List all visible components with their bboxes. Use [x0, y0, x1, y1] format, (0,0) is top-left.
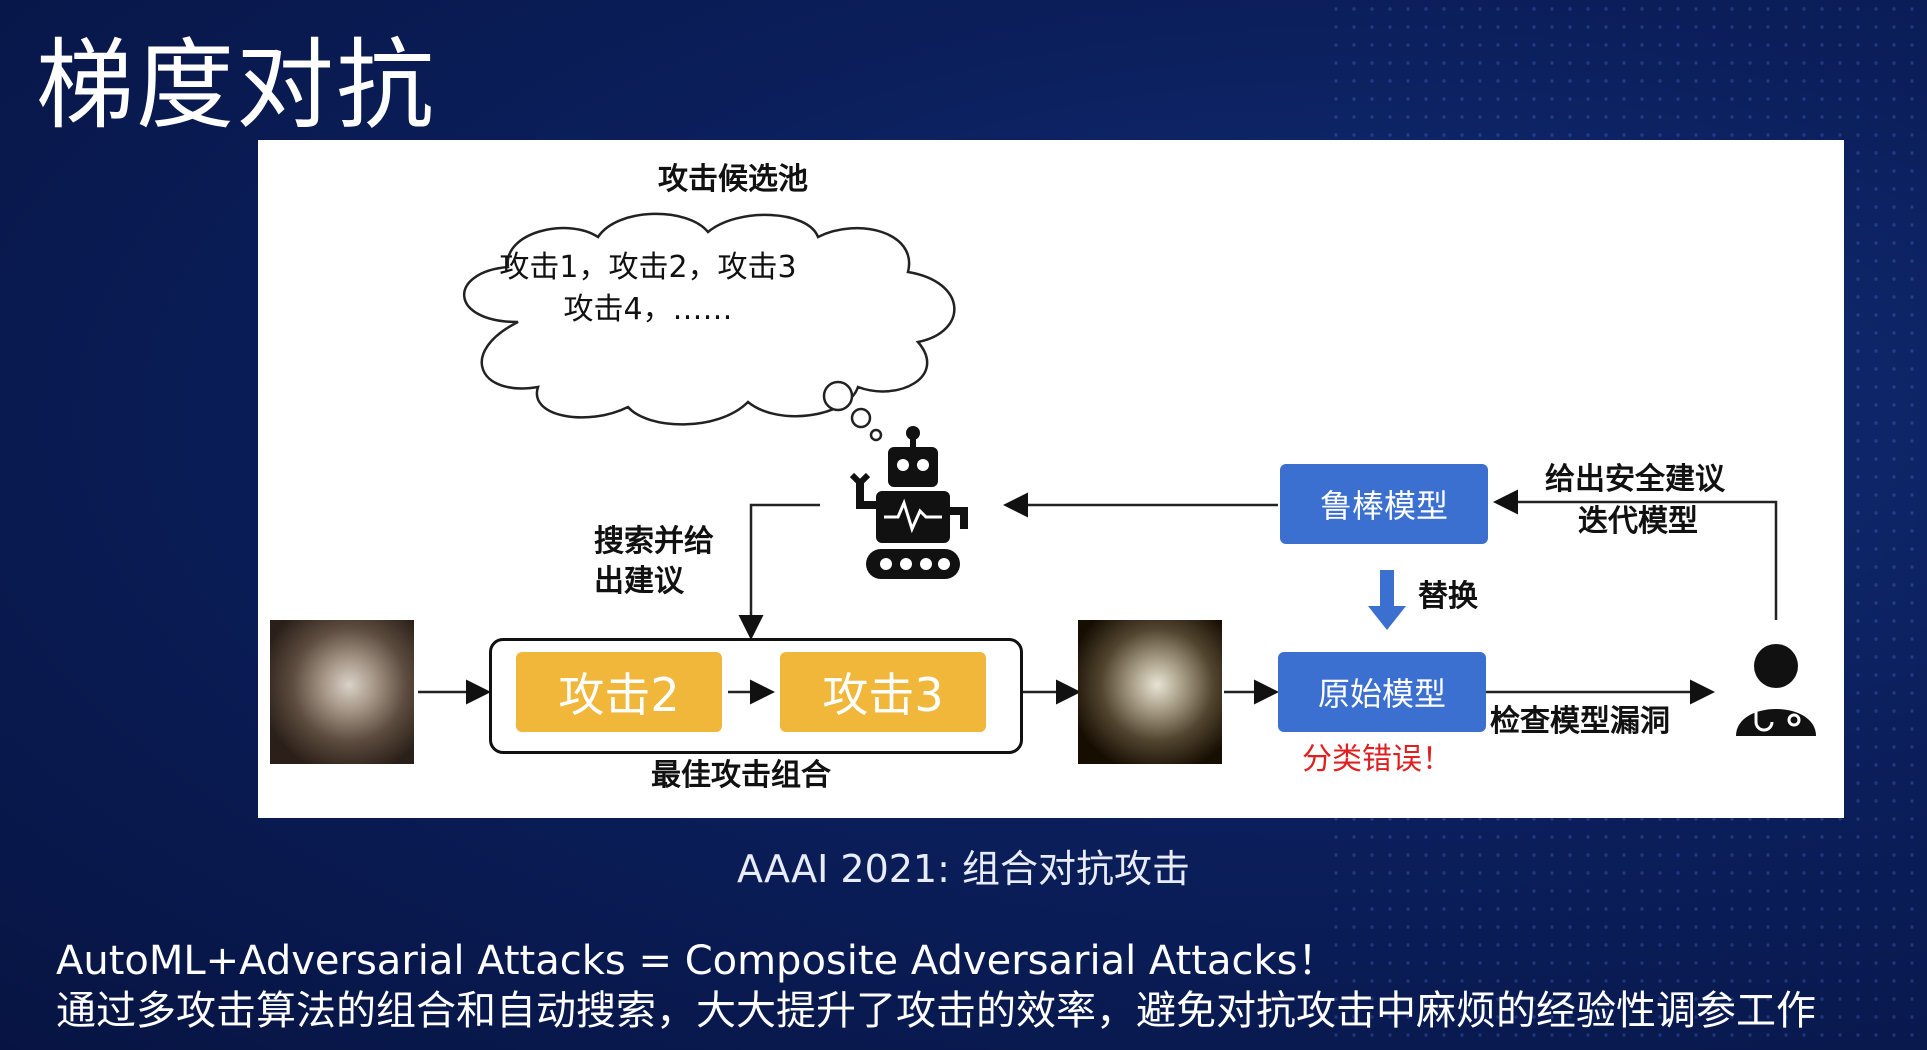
- footer-line-2: 通过多攻击算法的组合和自动搜索，大大提升了攻击的效率，避免对抗攻击中麻烦的经验性…: [56, 988, 1816, 1034]
- pool-line-1: 攻击1，攻击2，攻击3: [499, 250, 797, 285]
- diagram-arrows: [418, 489, 1778, 705]
- robot-icon: [849, 426, 968, 579]
- check-vulnerability-label: 检查模型漏洞: [1490, 704, 1670, 739]
- figure-caption: AAAI 2021: 组合对抗攻击: [737, 847, 1190, 891]
- pool-title: 攻击候选池: [658, 162, 808, 197]
- attack-3-box: 攻击3: [780, 652, 986, 732]
- attack-combo-box: [489, 638, 1023, 754]
- input-image: [270, 620, 414, 764]
- slide-title: 梯度对抗: [36, 29, 437, 143]
- diagram-panel: 攻击候选池 攻击1，攻击2，攻击3 攻击4，…… 搜索并给 出建议: [258, 140, 1844, 818]
- footer-line-1: AutoML+Adversarial Attacks = Composite A…: [56, 938, 1338, 984]
- replace-label: 替换: [1418, 579, 1478, 614]
- robust-model-box: 鲁棒模型: [1280, 464, 1488, 544]
- advice-label-line1: 给出安全建议: [1545, 462, 1725, 497]
- misclassified-label: 分类错误！: [1302, 742, 1452, 777]
- adversarial-image: [1078, 620, 1222, 764]
- advice-label-line2: 迭代模型: [1578, 504, 1698, 539]
- pool-line-2: 攻击4，……: [563, 292, 733, 327]
- original-model-box: 原始模型: [1278, 652, 1486, 732]
- search-label-line1: 搜索并给: [594, 524, 714, 559]
- attack-2-box: 攻击2: [516, 652, 722, 732]
- cloud-shape: [463, 212, 956, 426]
- thought-bubbles: [822, 380, 883, 442]
- best-combo-label: 最佳攻击组合: [651, 758, 831, 793]
- search-label-line2: 出建议: [594, 564, 684, 599]
- doctor-icon: [1736, 644, 1816, 736]
